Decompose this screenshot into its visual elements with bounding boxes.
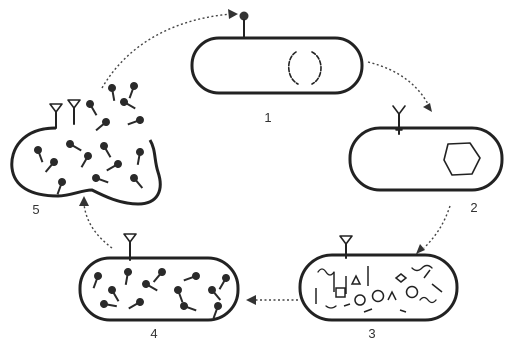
stage-4-bacterium — [78, 256, 240, 322]
stage-5-phage-1 — [44, 158, 58, 173]
arrow-4-to-5 — [83, 203, 113, 249]
stage-3-phage — [339, 235, 353, 259]
arrow-2-to-3 — [423, 205, 451, 249]
arrow-4-to-5-head — [79, 196, 89, 206]
stage-4-phage-5 — [174, 286, 184, 303]
stage-5-phage-8 — [92, 174, 109, 184]
stage-4-phage-6 — [183, 272, 200, 282]
arrow-1-to-2-head — [423, 103, 432, 112]
released-phage-5 — [127, 116, 144, 126]
cycle-arrows — [79, 9, 451, 305]
stage-5-phage-6 — [130, 174, 144, 189]
stage-5-phage-9 — [136, 148, 144, 165]
stage-1-label: 1 — [264, 110, 271, 125]
stage-5-released-phages — [49, 82, 144, 132]
stage-3-label: 3 — [368, 326, 375, 341]
released-phage-3 — [128, 82, 138, 99]
stage-1-bacterium — [190, 36, 364, 95]
stage-4-phage-3 — [142, 280, 158, 292]
stage-4-phage-0 — [92, 272, 102, 289]
stage-5-phage-0 — [34, 146, 44, 163]
stage-2-bacterium — [348, 126, 504, 192]
stage-4-phage-9 — [100, 300, 117, 308]
stage-4-phage-12 — [212, 302, 222, 319]
arrow-5-to-1-head — [228, 9, 238, 19]
stage-5-phage-3 — [80, 152, 92, 168]
stage-4-phage-7 — [208, 286, 222, 301]
stage-5-lysed-bacterium — [10, 126, 162, 206]
stage-4-phage-11 — [180, 302, 197, 312]
stage-3-bacterium — [298, 253, 459, 322]
released-phage-1 — [95, 118, 110, 132]
stage-4-phage-10 — [128, 298, 144, 310]
stage-4-phage-2 — [124, 268, 132, 285]
stage-5-phage-7 — [56, 178, 66, 195]
released-phage-4 — [108, 84, 116, 101]
stage-5-phage-5 — [106, 160, 122, 172]
stage-4-phage-1 — [108, 286, 120, 302]
arrow-2-to-3-head — [416, 244, 425, 254]
released-phage-0 — [86, 100, 98, 116]
stage-5-phage-2 — [66, 140, 82, 152]
stage-1-phage — [239, 11, 249, 39]
stage-4-phage-4 — [152, 268, 166, 283]
arrow-5-to-1 — [101, 13, 233, 89]
stage-2-phage — [392, 105, 406, 135]
stage-4-label: 4 — [150, 326, 157, 341]
stage-5-label: 5 — [32, 202, 39, 217]
stage-5-phage-4 — [100, 142, 112, 158]
stage-4-phage-8 — [218, 274, 230, 290]
arrow-1-to-2 — [367, 61, 429, 105]
released-phage-2 — [120, 98, 136, 110]
stage-2-label: 2 — [470, 200, 477, 215]
stage-4-phage — [123, 233, 137, 261]
arrow-3-to-4-head — [246, 295, 256, 305]
